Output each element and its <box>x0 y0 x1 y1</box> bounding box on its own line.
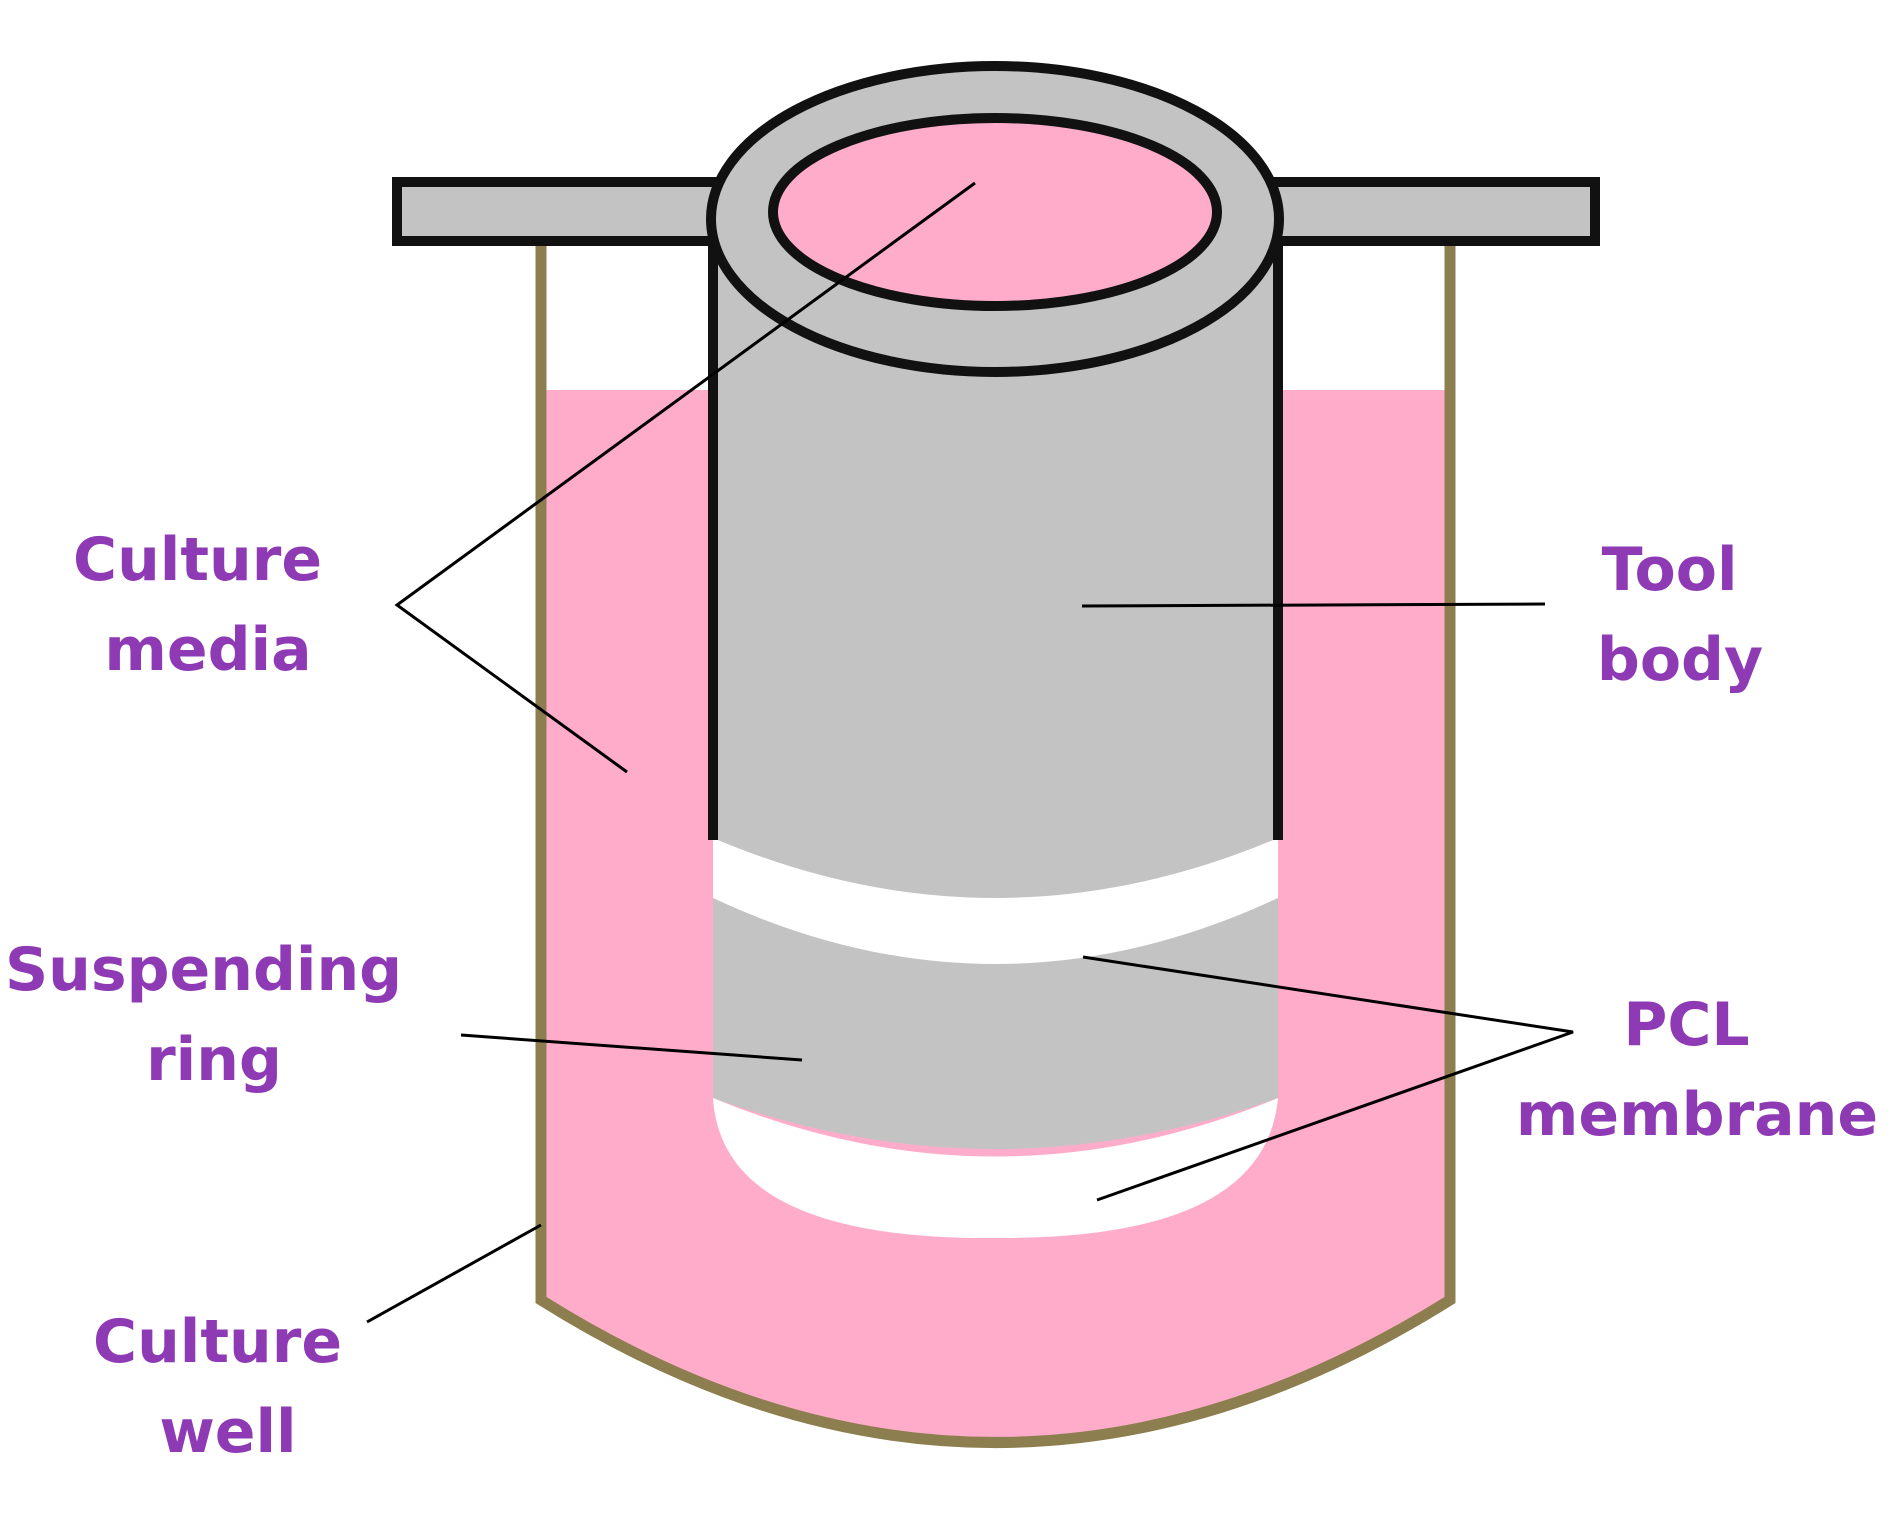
label-tool-body-line1: Tool <box>1602 535 1738 605</box>
leader-suspending-ring <box>460 1033 803 1062</box>
label-culture-well-line2: well <box>159 1397 296 1467</box>
tool-top-opening <box>768 113 1222 311</box>
leader-culture-media <box>394 181 976 774</box>
label-tool-body: Tool body <box>1597 535 1763 695</box>
pcl-membrane-upper <box>713 838 1278 964</box>
label-culture-well-line1: Culture <box>93 1307 342 1377</box>
label-pcl-membrane-line2: membrane <box>1516 1080 1878 1150</box>
label-pcl-membrane-line1: PCL <box>1623 990 1749 1060</box>
culture-well <box>535 245 1456 1448</box>
leader-culture-well <box>366 1223 542 1324</box>
leader-pcl-membrane <box>1082 955 1574 1202</box>
label-culture-well: Culture well <box>93 1307 363 1467</box>
label-tool-body-line2: body <box>1597 625 1763 695</box>
label-suspending-ring: Suspending ring <box>5 935 423 1095</box>
label-suspending-ring-line2: ring <box>146 1025 282 1095</box>
leader-tool-body <box>1081 602 1546 608</box>
flange-arm-left <box>392 177 742 246</box>
flange-arm-right <box>1250 177 1600 246</box>
label-culture-media-line2: media <box>104 615 311 685</box>
pcl-membrane-lower <box>713 1098 1278 1239</box>
label-suspending-ring-line1: Suspending <box>5 935 402 1005</box>
label-pcl-membrane: PCL membrane <box>1516 990 1878 1150</box>
label-culture-media: Culture media <box>73 525 343 685</box>
label-culture-media-line1: Culture <box>73 525 322 595</box>
